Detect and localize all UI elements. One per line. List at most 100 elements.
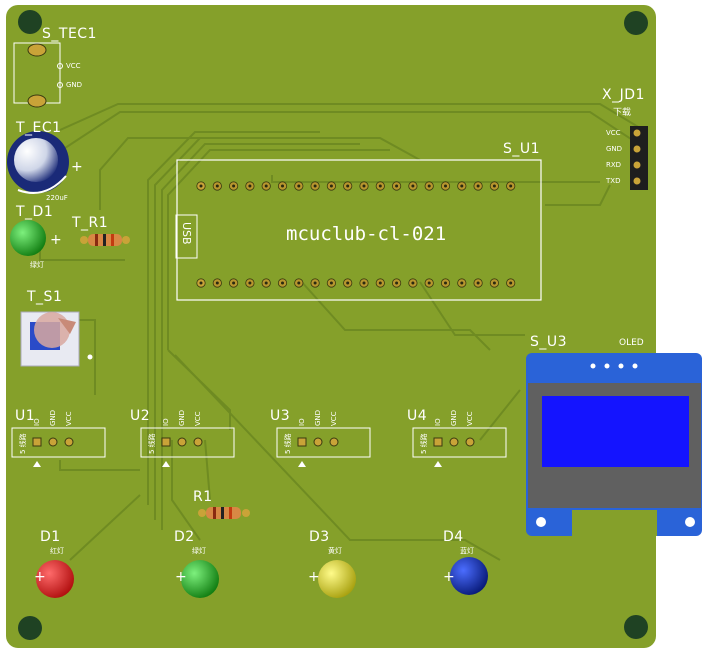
mcu-pin-hole [492,281,496,285]
mcu-pin-hole [427,184,431,188]
power-resistor [80,234,130,246]
download-ref: X_JD1 [602,87,645,103]
module-outline [276,427,371,458]
mcu-pin-hole [476,184,480,188]
mcu-pin-hole [460,184,464,188]
mcu-pin-hole [199,281,203,285]
mcu-pin-hole [248,184,252,188]
mcu-pin-hole [346,184,350,188]
power-led-ref: T_D1 [16,204,54,220]
mcu-pin-hole [248,281,252,285]
mcu-pins-bot [196,278,516,288]
mcu-pin-hole [460,281,464,285]
led-d3-label: 黄灯 [328,547,342,555]
capacitor [7,131,69,194]
module-pin-label: GND [49,409,57,426]
mcu-ref: S_U1 [503,141,541,157]
power-connector-ref: S_TEC1 [42,26,97,42]
mcu-pin-hole [329,281,333,285]
mounting-hole [18,10,42,34]
pcb-board [6,5,656,648]
led-d1-ref: D1 [40,529,61,545]
capacitor-value: 220uF [46,194,68,202]
mcu-pin-hole [411,184,415,188]
mcu-pin-hole [215,184,219,188]
download-header [630,126,648,190]
module-pin-pad [64,437,74,447]
module-pin-pad [433,437,443,447]
module-pin-pad [193,437,203,447]
capacitor-ref: T_EC1 [16,120,62,136]
mcu-pin-hole [395,184,399,188]
mounting-hole [624,11,648,35]
switch [20,311,93,367]
led-d4-label: 蓝灯 [460,547,474,555]
oled-ref: S_U3 [530,334,568,350]
mcu-pin-hole [281,184,284,188]
module-pin-pad [329,437,339,447]
module-pin-label: VCC [65,411,73,426]
module-pin-pad [161,437,171,447]
mcu-pin-hole [199,184,203,188]
module-pin-pad [465,437,475,447]
resistor-r1-ref: R1 [193,489,213,505]
mcu-pin-hole [346,281,350,285]
mcu-pin-hole [444,184,447,188]
download-pin-txd: TXD [606,177,621,185]
module-pin-label: IO [162,418,170,426]
mcu-pin-hole [362,281,366,285]
mcu-pin-hole [492,184,496,188]
power-pin-vcc: VCC [66,62,81,70]
module-pin-label: GND [450,409,458,426]
module-pin-pad [297,437,307,447]
module-ref-u4: U4 [407,408,428,424]
led-d2-plus: + [175,569,188,585]
led-blue [450,557,488,595]
mcu-pin-hole [476,281,480,285]
mcu-pin-hole [313,184,317,188]
module-side-label: 5 线路 [19,433,27,454]
mcu-pin-hole [264,184,268,188]
led-d3-plus: + [308,569,321,585]
mcu-pin-hole [411,281,415,285]
mcu-pin-hole [232,184,236,188]
download-pin-vcc: VCC [606,129,621,137]
module-ref-u2: U2 [130,408,151,424]
led-red [36,560,74,598]
mcu-pin-hole [378,184,382,188]
module-pin-label: IO [298,418,306,426]
module-side-label: 5 线路 [284,433,292,454]
power-resistor-ref: T_R1 [72,215,109,231]
oled-label: OLED [619,338,644,348]
module-pin-label: VCC [466,411,474,426]
led-d2-label: 绿灯 [192,547,206,555]
sensor-modules [11,427,507,467]
module-pin-label: IO [434,418,442,426]
switch-ref: T_S1 [27,289,63,305]
mcu-pin-hole [297,281,301,285]
mcu-pin-hole [395,281,399,285]
module-pin-pad [32,437,42,447]
module-pin-label: GND [178,409,186,426]
led-d3-ref: D3 [309,529,330,545]
mcu-pin-hole [215,281,219,285]
module-ref-u1: U1 [15,408,36,424]
power-led [10,220,46,256]
led-d4-ref: D4 [443,529,464,545]
mounting-hole [624,615,648,639]
module-pin1-marker [434,461,442,467]
mcu-outline [176,159,542,301]
module-ref-u3: U3 [270,408,291,424]
module-pin1-marker [162,461,170,467]
mcu-pin-hole [329,184,333,188]
mcu-pin-hole [509,281,513,285]
mcu-pin-hole [509,184,513,188]
module-pin-pad [48,437,58,447]
mcu-pin-hole [281,281,284,285]
module-outline [11,427,106,458]
module-pin1-marker [298,461,306,467]
download-title: 下载 [613,108,632,118]
mcu-pin-hole [232,281,236,285]
